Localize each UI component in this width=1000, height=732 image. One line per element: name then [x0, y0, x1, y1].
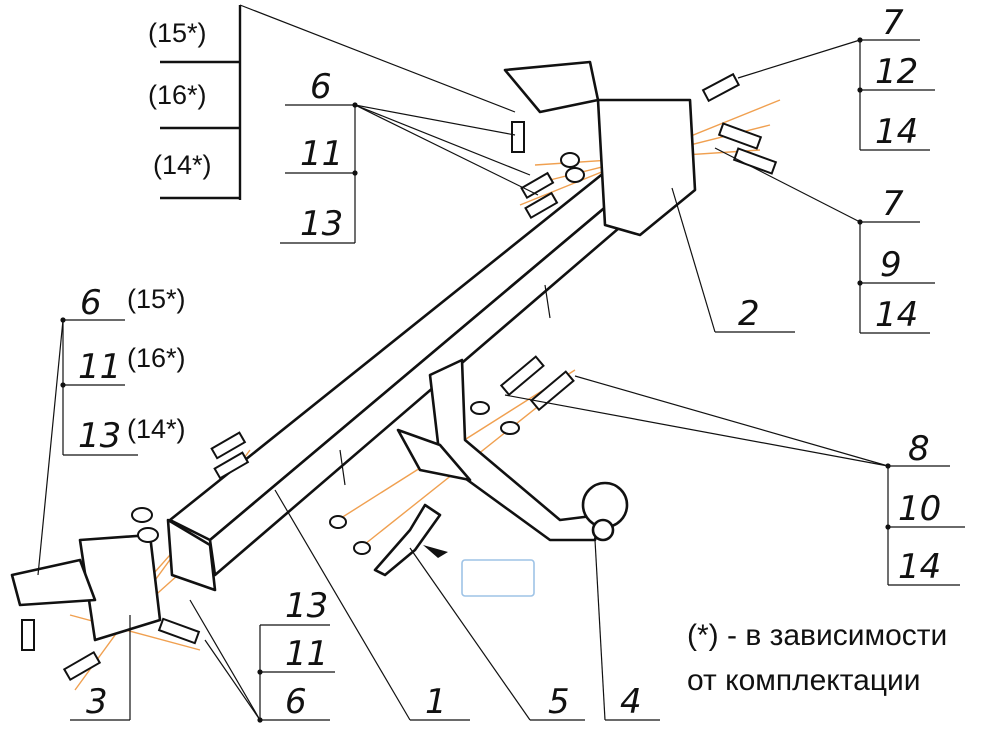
label-7-top-right: 7: [882, 3, 904, 43]
label-7-mid-right: 7: [882, 184, 904, 224]
label-6-top: 6: [310, 67, 332, 107]
label-11-bottom: 11: [285, 634, 328, 674]
label-14-mid-right: 14: [875, 295, 918, 335]
junction-dots: [60, 37, 891, 723]
label-14-bottom-right: 14: [898, 547, 941, 587]
footnote-line-1: (*) - в зависимости: [687, 619, 947, 652]
label-6-left: 6: [80, 283, 102, 323]
label-part-4: 4: [620, 682, 642, 722]
label-14-top-right: 14: [875, 112, 918, 152]
label-part-5: 5: [548, 682, 570, 722]
blank-label-box: [461, 559, 535, 597]
label-part-1: 1: [425, 682, 447, 722]
label-9-mid-right: 9: [880, 245, 902, 285]
label-8: 8: [908, 429, 930, 469]
label-15-star-left: (15*): [127, 284, 186, 314]
label-14-star-left: (14*): [127, 414, 186, 444]
label-part-2: 2: [738, 294, 760, 334]
label-13-left: 13: [78, 416, 121, 456]
crossbar: [10, 60, 697, 642]
label-11-left: 11: [78, 347, 121, 387]
label-part-3: 3: [86, 682, 108, 722]
label-13-bottom: 13: [285, 586, 328, 626]
leader-lines: [37, 4, 965, 721]
label-15-star-top: (15*): [148, 18, 207, 48]
callout-labels: (15*) (16*) (14*) 6 11 13 7 12 14 7 9 14…: [78, 3, 941, 722]
label-12-top-right: 12: [875, 52, 918, 92]
label-6-bottom: 6: [285, 682, 307, 722]
label-16-star-top: (16*): [148, 80, 207, 110]
label-16-star-left: (16*): [127, 343, 186, 373]
label-14-star-top: (14*): [153, 150, 212, 180]
bolts: [21, 72, 778, 682]
label-11-top: 11: [300, 134, 343, 174]
footnote-line-2: от комплектации: [687, 664, 921, 697]
label-10: 10: [898, 489, 941, 529]
label-13-top: 13: [300, 204, 343, 244]
footnote: (*) - в зависимости от комплектации: [687, 619, 947, 697]
